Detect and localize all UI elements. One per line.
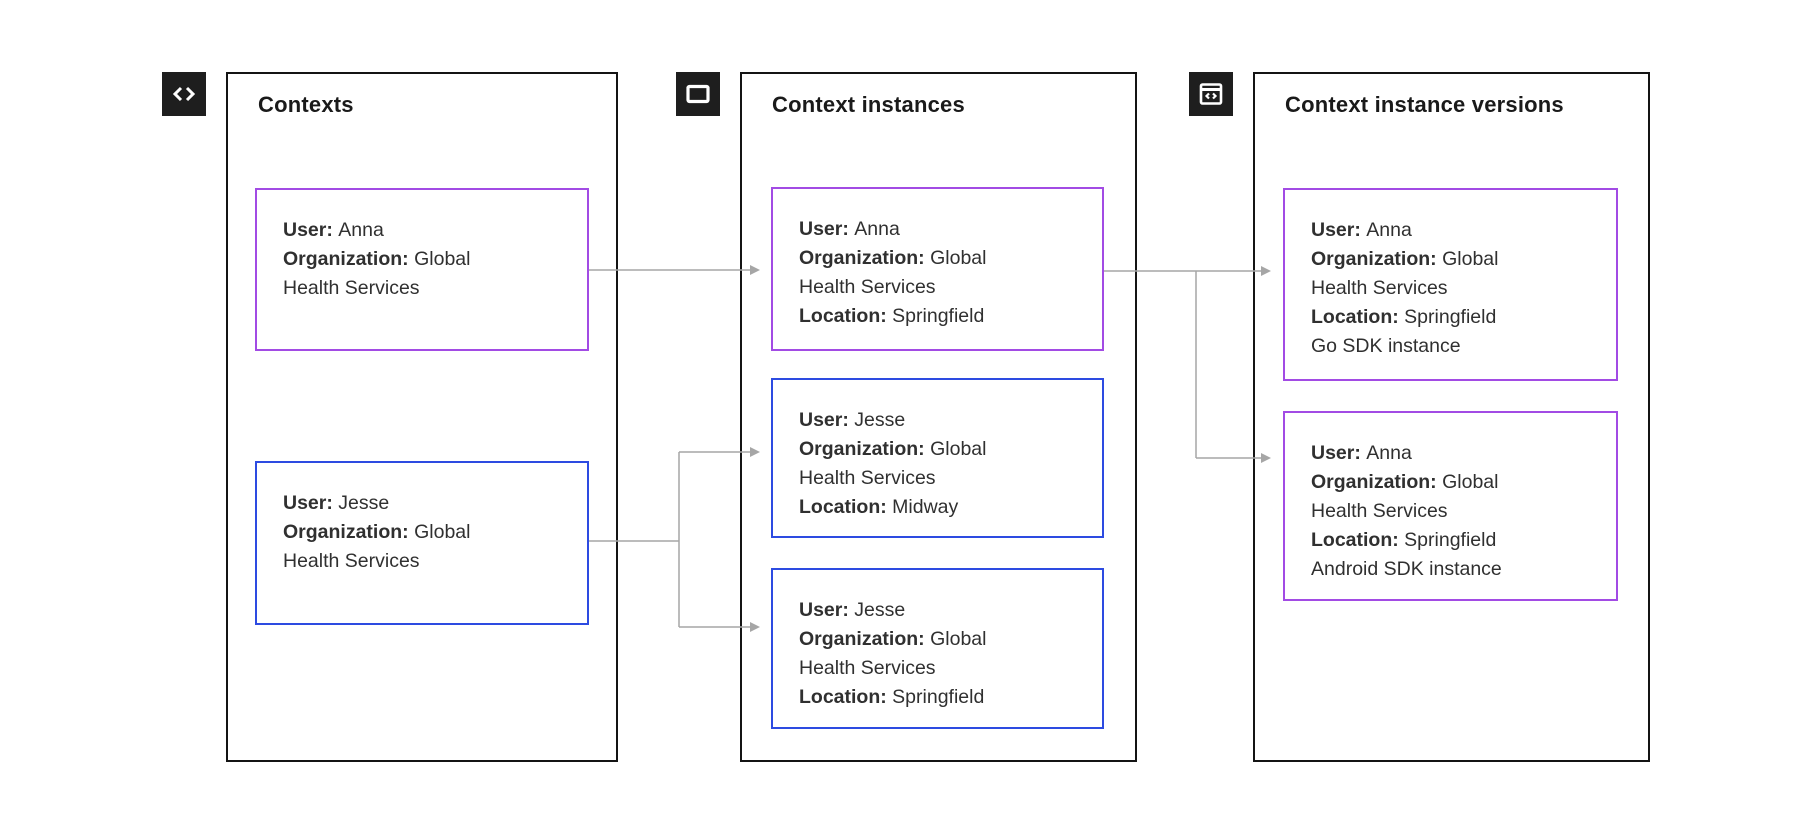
card-text-line: Health Services bbox=[799, 467, 936, 489]
card-text-line: Location: Springfield bbox=[799, 305, 985, 327]
card-text-line: Health Services bbox=[799, 276, 936, 298]
card-text-line: Organization: Global bbox=[283, 521, 471, 543]
card-text-line: Health Services bbox=[1311, 277, 1448, 299]
card-text-line: Health Services bbox=[283, 277, 420, 299]
card-text-line: Health Services bbox=[799, 657, 936, 679]
code-window-icon bbox=[1199, 83, 1223, 105]
card-text-line: Organization: Global bbox=[799, 247, 987, 269]
card-text-line: User: Jesse bbox=[799, 599, 906, 621]
code-icon bbox=[172, 86, 196, 102]
card-text-line: Organization: Global bbox=[1311, 248, 1499, 270]
card-text-line: User: Jesse bbox=[799, 409, 906, 431]
card-text-line: Organization: Global bbox=[799, 438, 987, 460]
contexts-icon-tile bbox=[162, 72, 206, 116]
card-text-line: Health Services bbox=[283, 550, 420, 572]
context-instance-versions-icon-tile bbox=[1189, 72, 1233, 116]
context-instances-icon-tile bbox=[676, 72, 720, 116]
context-instances-title: Context instances bbox=[772, 92, 965, 117]
card-text-line: Health Services bbox=[1311, 500, 1448, 522]
card-text-line: Organization: Global bbox=[1311, 471, 1499, 493]
card-text-line: Location: Midway bbox=[799, 496, 959, 518]
card-text-line: Android SDK instance bbox=[1311, 558, 1502, 580]
card-text-line: Location: Springfield bbox=[1311, 529, 1497, 551]
card-text-line: User: Anna bbox=[1311, 219, 1412, 241]
context-instance-versions-title: Context instance versions bbox=[1285, 92, 1564, 117]
card-text-line: User: Anna bbox=[799, 218, 900, 240]
card-text-line: User: Anna bbox=[1311, 442, 1412, 464]
card-text-line: Organization: Global bbox=[799, 628, 987, 650]
card-text-line: User: Jesse bbox=[283, 492, 390, 514]
card-text-line: Organization: Global bbox=[283, 248, 471, 270]
contexts-title: Contexts bbox=[258, 92, 354, 117]
card-text-line: Go SDK instance bbox=[1311, 335, 1461, 357]
card-text-line: Location: Springfield bbox=[799, 686, 985, 708]
card-text-line: User: Anna bbox=[283, 219, 384, 241]
card-text-line: Location: Springfield bbox=[1311, 306, 1497, 328]
window-icon bbox=[686, 84, 710, 104]
